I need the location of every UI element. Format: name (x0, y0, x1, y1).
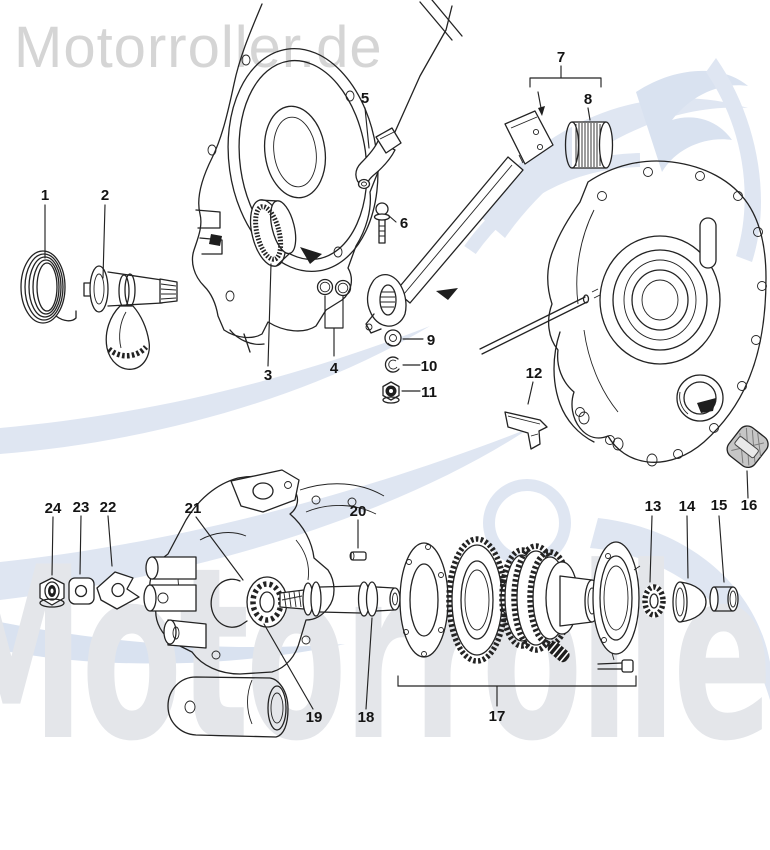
callout-13: 13 (645, 498, 662, 515)
callout-24: 24 (45, 500, 62, 517)
callout-15: 15 (711, 497, 728, 514)
crankcase-cover-right-drawing (479, 160, 767, 467)
locknut-part11-drawing (382, 381, 400, 404)
callout-8: 8 (584, 91, 592, 108)
callout-2: 2 (101, 187, 109, 204)
knurled-plug-part16-drawing (726, 425, 769, 469)
callout-5: 5 (361, 90, 369, 107)
pin-part20-drawing (349, 551, 367, 561)
callout-10: 10 (421, 358, 438, 375)
callout-16: 16 (741, 497, 758, 514)
bearing-part19-drawing (210, 576, 288, 628)
washer-part23-drawing (68, 577, 95, 605)
kickstart-pedal-joint-drawing (504, 110, 554, 165)
callout-leader-lines (44, 65, 749, 710)
cup-part14-drawing (672, 581, 707, 623)
star-washer-part13-drawing (642, 584, 666, 618)
callout-11: 11 (421, 384, 437, 401)
kickstart-shaft-part2-drawing (83, 265, 178, 370)
washer-part9-drawing (384, 329, 402, 347)
callout-21: 21 (185, 500, 202, 517)
needle-bearing-part3-drawing (249, 199, 297, 267)
nut-part24-drawing (39, 577, 65, 608)
grip-part8-drawing (564, 121, 614, 169)
callout-7: 7 (557, 49, 565, 66)
o-rings-part4-drawing (316, 278, 352, 297)
hook-lever-part5-drawing (355, 127, 402, 190)
callout-3: 3 (264, 367, 272, 384)
clutch-group-part17-drawing (399, 536, 641, 673)
callout-17: 17 (489, 708, 506, 725)
kickstart-lever-drawing (365, 156, 524, 334)
crankcase-half-lower-drawing (143, 469, 385, 738)
tab-washer-part22-drawing (96, 571, 140, 610)
callout-labels: 1 2 3 4 5 6 7 8 9 10 11 12 13 14 15 16 1… (41, 49, 758, 726)
callout-12: 12 (526, 365, 543, 382)
shaft-part18-drawing (279, 581, 401, 617)
callout-19: 19 (306, 709, 323, 726)
callout-1: 1 (41, 187, 49, 204)
callout-23: 23 (73, 499, 90, 516)
callout-9: 9 (427, 332, 435, 349)
callout-20: 20 (350, 503, 367, 520)
bracket-part12-drawing (504, 411, 548, 450)
callout-18: 18 (358, 709, 375, 726)
callout-4: 4 (330, 360, 339, 377)
callout-14: 14 (679, 498, 696, 515)
circlip-part10-drawing (384, 356, 400, 373)
bushing-part15-drawing (709, 586, 739, 612)
callout-22: 22 (100, 499, 117, 516)
callout-6: 6 (400, 215, 408, 232)
bolt-part6-drawing (373, 202, 391, 244)
coil-spring-part1-drawing (20, 250, 77, 324)
crankcase-half-left-drawing (191, 0, 463, 353)
